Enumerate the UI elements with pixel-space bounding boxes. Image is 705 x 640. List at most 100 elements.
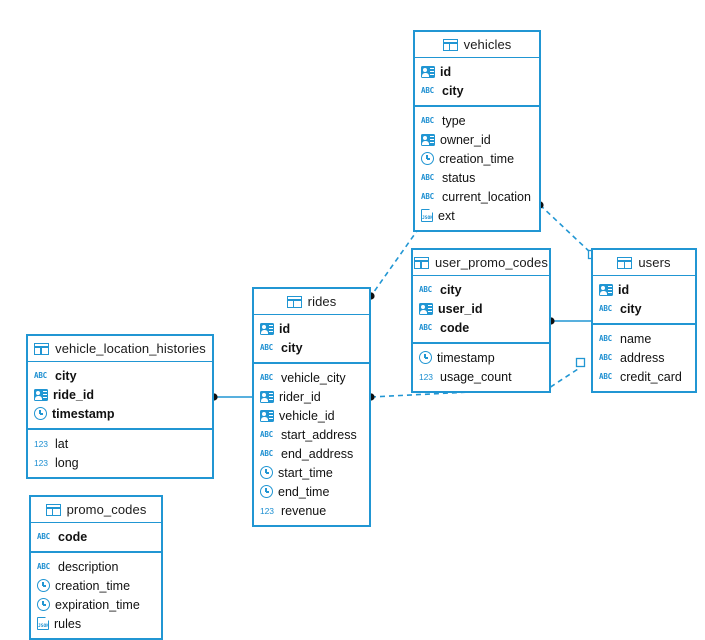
field-row[interactable]: rider_id (254, 387, 369, 406)
abc-icon: ABC (260, 372, 273, 382)
table-header-rides[interactable]: rides (254, 289, 369, 315)
field-row[interactable]: start_time (254, 463, 369, 482)
table-title: user_promo_codes (435, 255, 548, 270)
field-name: id (618, 282, 630, 297)
field-row[interactable]: ride_id (28, 385, 212, 404)
clock-icon (260, 466, 273, 479)
field-row[interactable]: id (593, 280, 695, 299)
field-name: city (442, 83, 464, 98)
table-header-vehicles[interactable]: vehicles (415, 32, 539, 58)
field-row[interactable]: timestamp (413, 348, 549, 367)
field-row[interactable]: id (254, 319, 369, 338)
field-row[interactable]: id (415, 62, 539, 81)
field-row[interactable]: ABC credit_card (593, 367, 695, 386)
field-row[interactable]: expiration_time (31, 595, 161, 614)
field-name: end_address (281, 446, 354, 461)
table-header-user_promo_codes[interactable]: user_promo_codes (413, 250, 549, 276)
field-row[interactable]: timestamp (28, 404, 212, 423)
abc-icon: ABC (421, 115, 434, 125)
field-row[interactable]: user_id (413, 299, 549, 318)
field-name: city (281, 340, 303, 355)
abc-icon: ABC (599, 371, 612, 381)
field-name: long (55, 455, 79, 470)
grid-icon (617, 256, 633, 269)
field-name: start_address (281, 427, 357, 442)
table-title: promo_codes (66, 502, 147, 517)
field-name: current_location (442, 189, 531, 204)
field-row[interactable]: end_time (254, 482, 369, 501)
table-title: vehicles (463, 37, 512, 52)
field-row[interactable]: ABC city (413, 280, 549, 299)
grid-icon (45, 503, 61, 516)
table-header-vehicle_location_histories[interactable]: vehicle_location_histories (28, 336, 212, 362)
abc-icon: ABC (599, 352, 612, 362)
abc-icon: ABC (37, 531, 50, 541)
clock-icon (421, 152, 434, 165)
field-name: expiration_time (55, 597, 140, 612)
number-icon: 123 (34, 457, 48, 468)
abc-icon: ABC (419, 284, 432, 294)
abc-icon: ABC (419, 322, 432, 332)
field-name: city (440, 282, 462, 297)
field-row[interactable]: ABC code (31, 527, 161, 546)
abc-icon: ABC (599, 333, 612, 343)
badge-icon (260, 390, 274, 403)
badge-icon (419, 302, 433, 315)
field-name: vehicle_id (279, 408, 335, 423)
field-name: ext (438, 208, 455, 223)
field-row[interactable]: creation_time (31, 576, 161, 595)
number-icon: 123 (419, 371, 433, 382)
number-icon: 123 (34, 438, 48, 449)
clock-icon (260, 485, 273, 498)
json-icon: JSON (37, 616, 50, 630)
badge-icon (599, 283, 613, 296)
field-row[interactable]: vehicle_id (254, 406, 369, 425)
field-name: credit_card (620, 369, 682, 384)
field-row[interactable]: creation_time (415, 149, 539, 168)
field-name: rider_id (279, 389, 321, 404)
table-header-promo_codes[interactable]: promo_codes (31, 497, 161, 523)
field-row[interactable]: owner_id (415, 130, 539, 149)
clock-icon (419, 351, 432, 364)
grid-icon (442, 38, 458, 51)
field-row[interactable]: 123 long (28, 453, 212, 472)
field-name: code (58, 529, 88, 544)
abc-icon: ABC (260, 429, 273, 439)
field-row[interactable]: ABC start_address (254, 425, 369, 444)
table-header-users[interactable]: users (593, 250, 695, 276)
clock-icon (37, 579, 50, 592)
edge-user-promo-codes-to-users[interactable] (547, 317, 592, 325)
edge-vehicle-location-histories-to-rides[interactable] (210, 393, 252, 401)
